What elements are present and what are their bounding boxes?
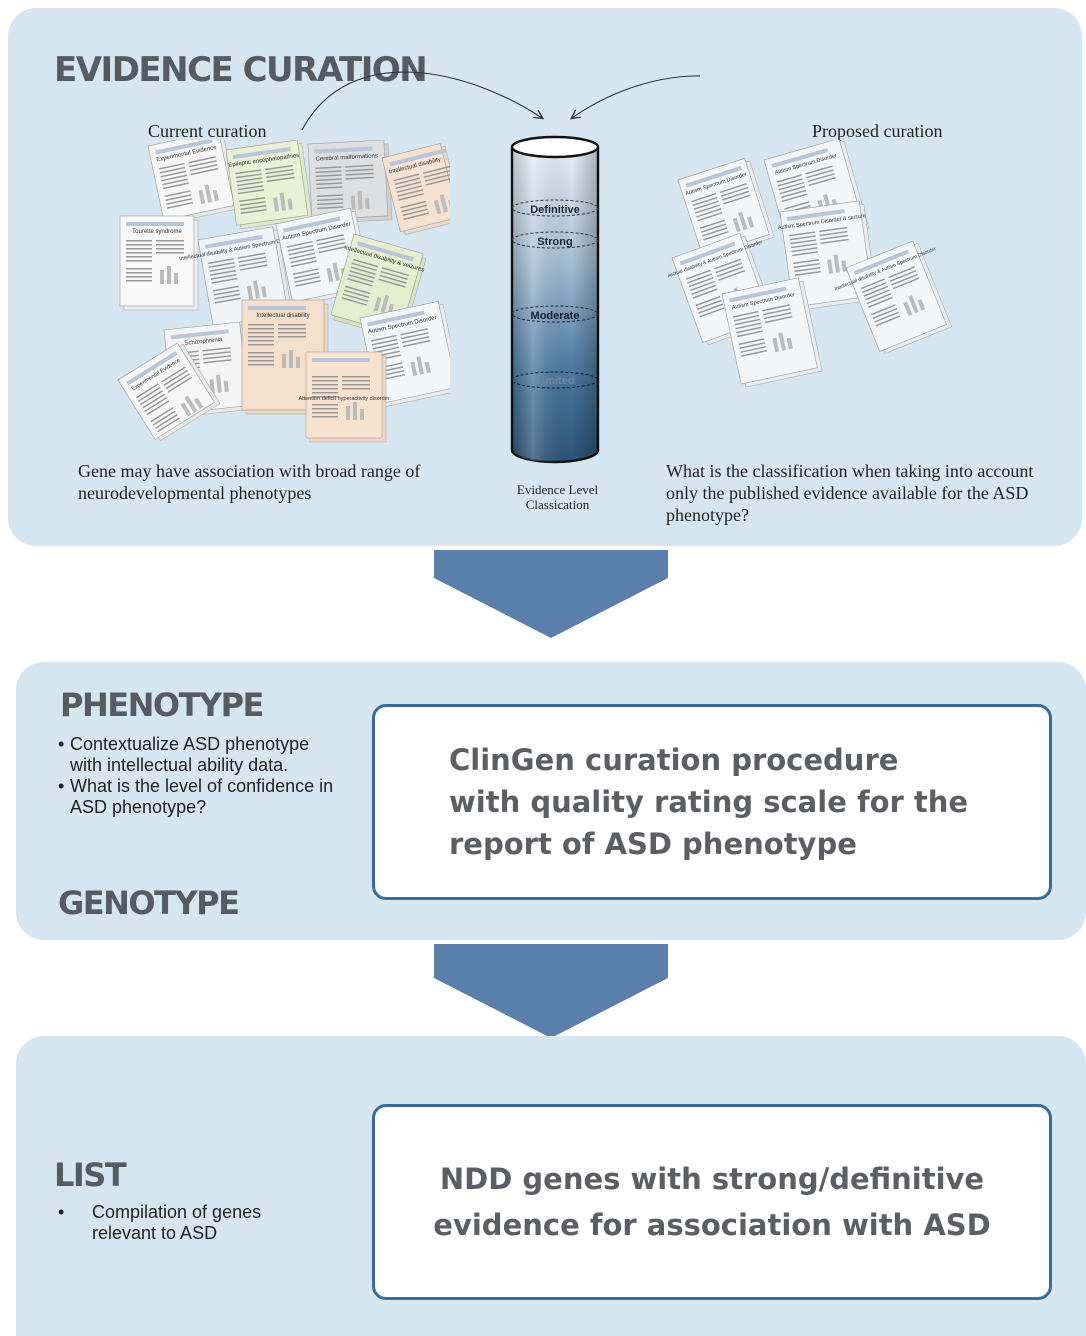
level-limited: Limited bbox=[535, 375, 574, 387]
doc-p-asd-seizure: Autism Spectrum Disorder & seizure bbox=[778, 200, 878, 311]
evidence-level-cylinder: Definitive Strong Moderate Limited bbox=[510, 135, 600, 464]
proposed-curation-documents: Autism Spectrum Disorder Autism Spectrum… bbox=[668, 140, 953, 388]
phenotype-bullets: Contextualize ASD phenotype with intelle… bbox=[58, 734, 338, 818]
ndd-genes-box: NDD genes with strong/definitive evidenc… bbox=[372, 1104, 1052, 1300]
doc-epileptic-encephalopathies: Epileptic encephalopathies bbox=[225, 140, 313, 230]
curation-connector-arrows bbox=[301, 71, 700, 131]
doc-title: Schizophrenia bbox=[184, 337, 223, 347]
clingen-procedure-box: ClinGen curation procedure with quality … bbox=[372, 704, 1052, 900]
level-definitive: Definitive bbox=[530, 204, 580, 216]
clingen-procedure-text: ClinGen curation procedure with quality … bbox=[449, 743, 969, 861]
proposed-curation-label: Proposed curation bbox=[812, 121, 943, 141]
doc-p-asd-1: Autism Spectrum Disorder bbox=[677, 157, 775, 260]
ndd-genes-text: NDD genes with strong/definitive evidenc… bbox=[433, 1162, 991, 1242]
doc-title: Tourette syndrome bbox=[132, 229, 182, 235]
left-caption: Gene may have association with broad ran… bbox=[78, 461, 421, 503]
doc-p-id-asd-2: Intellectual disability & Autism Spectru… bbox=[834, 240, 953, 355]
doc-tourette-syndrome: Tourette syndrome bbox=[119, 215, 199, 311]
doc-adhd: Attention deficit hyperactivity disorder bbox=[298, 351, 390, 443]
genotype-heading: GENOTYPE bbox=[58, 884, 240, 922]
doc-experimental-evidence-2: Experimental Evidence bbox=[117, 342, 221, 442]
doc-experimental-evidence-1: Experimental Evidence bbox=[147, 140, 240, 224]
list-bullet: Compilation of genes relevant to ASD bbox=[58, 1202, 318, 1244]
cylinder-caption: Evidence Level Classication bbox=[500, 482, 615, 512]
level-moderate: Moderate bbox=[531, 310, 580, 322]
proposed-to-cylinder-arrow bbox=[572, 75, 700, 130]
flow-arrow-2 bbox=[434, 944, 668, 1038]
cylinder-caption-line1: Evidence Level bbox=[516, 482, 599, 497]
evidence-curation-heading: EVIDENCE CURATION bbox=[54, 50, 428, 90]
right-caption: What is the classification when taking i… bbox=[666, 461, 1034, 525]
phenotype-heading: PHENOTYPE bbox=[60, 686, 264, 724]
current-to-cylinder-arrow bbox=[301, 71, 542, 131]
phenotype-bullet: What is the level of confidence in ASD p… bbox=[58, 776, 338, 818]
list-bullets: Compilation of genes relevant to ASD bbox=[58, 1202, 318, 1244]
current-curation-documents: Experimental Evidence Epileptic encephal… bbox=[117, 140, 450, 443]
doc-title: Intellectual disability bbox=[256, 313, 309, 319]
level-strong: Strong bbox=[537, 236, 572, 248]
doc-p-asd-3: Autism Spectrum Disorder bbox=[721, 277, 823, 388]
current-curation-label: Current curation bbox=[148, 121, 267, 141]
doc-title: Cerebral malformations bbox=[315, 153, 378, 162]
doc-cerebral-malformations: Cerebral malformations bbox=[307, 140, 393, 224]
phenotype-bullet: Contextualize ASD phenotype with intelle… bbox=[58, 734, 338, 776]
doc-title: Attention deficit hyperactivity disorder bbox=[298, 396, 389, 402]
flow-arrow-1 bbox=[434, 550, 668, 638]
doc-intellectual-disability-1: Intellectual disability bbox=[381, 143, 450, 236]
cylinder-caption-line2: Classication bbox=[525, 497, 590, 512]
list-heading: LIST bbox=[54, 1156, 127, 1194]
